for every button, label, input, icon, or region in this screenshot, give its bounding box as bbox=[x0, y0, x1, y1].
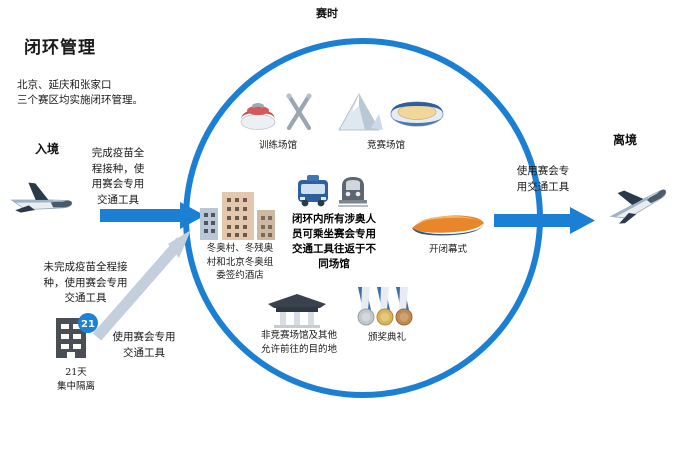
non-competition-venues-label: 非竞赛场馆及其他 允许前往的目的地 bbox=[260, 330, 337, 355]
games-period-label: 赛时 bbox=[316, 7, 338, 20]
stadium-oval-icon bbox=[390, 101, 444, 127]
crossed-skis-tips bbox=[286, 93, 312, 99]
entry-vaccinated-text: 完成疫苗全 程接种，使 用赛会专用 交通工具 bbox=[91, 147, 145, 206]
competition-venues-label: 竞赛场馆 bbox=[366, 140, 405, 151]
gray-transfer-arrow bbox=[92, 230, 191, 341]
medal-ceremony-label: 颁奖典礼 bbox=[367, 332, 406, 343]
buildings-icon bbox=[198, 190, 280, 240]
dedicated-transport-label: 闭环内所有涉奥人 员可乘坐赛会专用 交通工具往返于不 同场馆 bbox=[292, 213, 376, 270]
dedicated-transport-icons bbox=[295, 172, 371, 210]
competition-venues-icons bbox=[335, 88, 445, 136]
blue-entry-arrow bbox=[100, 202, 205, 229]
ski-mountain-icon bbox=[338, 93, 383, 131]
train-icon bbox=[338, 177, 368, 207]
exit-label: 离境 bbox=[613, 133, 638, 147]
bus-icon bbox=[298, 175, 328, 207]
building-quarantine-icon: 21 bbox=[48, 312, 104, 364]
medals-icon bbox=[352, 286, 420, 330]
subtitle-text: 北京、延庆和张家口 三个赛区均实施闭环管理。 bbox=[17, 79, 143, 106]
ceremony-stadium-icon bbox=[408, 202, 488, 238]
airplane-arrival-icon bbox=[5, 176, 75, 224]
page-title: 闭环管理 bbox=[24, 38, 96, 58]
pavilion-icon bbox=[262, 288, 332, 328]
entry-arrows bbox=[92, 202, 205, 341]
entry-unvaccinated-text: 未完成疫苗全程接 种，使用赛会专用 交通工具 bbox=[43, 261, 128, 304]
crossed-skis-icon bbox=[286, 93, 312, 131]
airplane-departure-icon bbox=[600, 180, 672, 228]
olympic-villages-label: 冬奥村、冬残奥 村和北京冬奥组 委签约酒店 bbox=[206, 243, 274, 281]
training-venues-label: 训练场馆 bbox=[258, 140, 297, 151]
entry-label: 入境 bbox=[35, 142, 60, 156]
ceremony-venue-label: 开闭幕式 bbox=[428, 244, 467, 255]
training-venues-icons bbox=[238, 90, 316, 134]
blue-exit-arrow bbox=[494, 207, 595, 234]
quarantine-label: 21天 集中隔离 bbox=[56, 367, 95, 392]
exit-transport-text: 使用赛会专 用交通工具 bbox=[516, 165, 570, 193]
curling-stone-icon bbox=[240, 103, 276, 130]
quarantine-transfer-text: 使用赛会专用 交通工具 bbox=[112, 331, 176, 359]
quarantine-badge-number: 21 bbox=[81, 319, 95, 330]
